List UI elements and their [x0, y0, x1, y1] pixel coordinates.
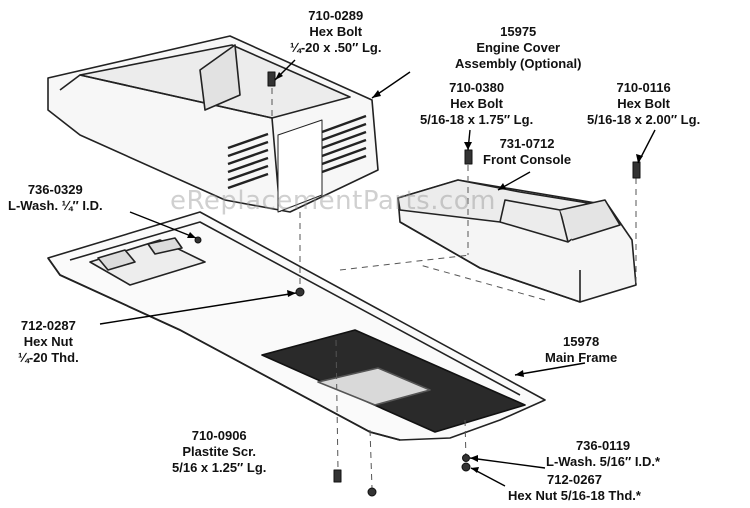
engine-cover-part: [47, 35, 379, 213]
label-plastite-screw: 710-0906 Plastite Scr. 5/16 x 1.25″ Lg.: [172, 428, 266, 476]
hex-bolt-0116-icon: [632, 161, 641, 179]
part-spec: ¼-20 Thd.: [18, 350, 79, 365]
label-hex-nut-0287: 712-0287 Hex Nut ¼-20 Thd.: [18, 318, 79, 366]
label-lock-washer-0119: 736-0119 L-Wash. 5/16″ I.D.*: [546, 438, 660, 470]
hex-nut-0267-icon: [461, 462, 471, 472]
plastite-screw-icon: [333, 469, 342, 483]
label-hex-bolt-0380: 710-0380 Hex Bolt 5/16-18 x 1.75″ Lg.: [420, 80, 533, 128]
part-name: Hex Bolt: [617, 96, 670, 111]
part-number: 736-0119: [575, 438, 631, 453]
assembly-alignment-lines: [271, 88, 637, 489]
label-front-console: 731-0712 Front Console: [483, 136, 571, 168]
hex-bolt-0289-icon: [267, 71, 276, 87]
engine-cover-left-vents: [227, 132, 269, 190]
label-hex-bolt-0289: 710-0289 Hex Bolt ¼-20 x .50″ Lg.: [290, 8, 382, 56]
part-spec: 5/16 x 1.25″ Lg.: [172, 460, 267, 475]
hex-nut-extra-icon: [367, 487, 377, 497]
lock-washer-0119-icon: [462, 454, 470, 462]
part-number: 712-0287: [20, 318, 76, 333]
part-name: Hex Nut: [23, 334, 73, 349]
part-name: Plastite Scr.: [182, 444, 257, 459]
part-name: Hex Bolt: [450, 96, 503, 111]
part-spec: 5/16-18 x 2.00″ Lg.: [587, 112, 701, 127]
part-spec: ¼-20 x .50″ Lg.: [290, 40, 382, 55]
leader-lines: [99, 59, 656, 487]
part-name: Hex Nut 5/16-18 Thd.*: [508, 488, 641, 503]
hex-bolt-0380-icon: [464, 149, 473, 165]
part-number: 710-0380: [449, 80, 505, 95]
part-number: 731-0712: [499, 136, 555, 151]
engine-cover-right-vents: [321, 114, 367, 174]
part-spec: Assembly (Optional): [455, 56, 582, 71]
label-engine-cover: 15975 Engine Cover Assembly (Optional): [455, 24, 581, 72]
front-console-part: [397, 179, 637, 303]
label-hex-bolt-0116: 710-0116 Hex Bolt 5/16-18 x 2.00″ Lg.: [587, 80, 700, 128]
watermark: eReplacementParts.com: [170, 186, 497, 216]
hex-nut-0287-icon: [295, 287, 305, 297]
part-name: L-Wash. ¼″ I.D.: [8, 198, 103, 213]
part-number: 15978: [563, 334, 600, 349]
part-name: Front Console: [483, 152, 572, 167]
label-lock-washer-0329: 736-0329 L-Wash. ¼″ I.D.: [8, 182, 103, 214]
part-name: Hex Bolt: [309, 24, 363, 39]
part-spec: 5/16-18 x 1.75″ Lg.: [420, 112, 534, 127]
lock-washer-0329-icon: [194, 236, 202, 244]
part-number: 710-0906: [191, 428, 247, 443]
part-name: Engine Cover: [476, 40, 561, 55]
part-name: Main Frame: [545, 350, 618, 365]
label-hex-nut-0267: 712-0267 Hex Nut 5/16-18 Thd.*: [508, 472, 641, 504]
hardware: [194, 71, 641, 497]
part-name: L-Wash. 5/16″ I.D.*: [546, 454, 661, 469]
part-number: 736-0329: [27, 182, 83, 197]
main-frame-part: [47, 211, 546, 441]
part-number: 710-0289: [308, 8, 364, 23]
part-number: 710-0116: [616, 80, 671, 95]
part-number: 712-0267: [546, 472, 602, 487]
label-main-frame: 15978 Main Frame: [545, 334, 617, 366]
part-number: 15975: [500, 24, 537, 39]
leader-arrowheads: [187, 72, 643, 473]
